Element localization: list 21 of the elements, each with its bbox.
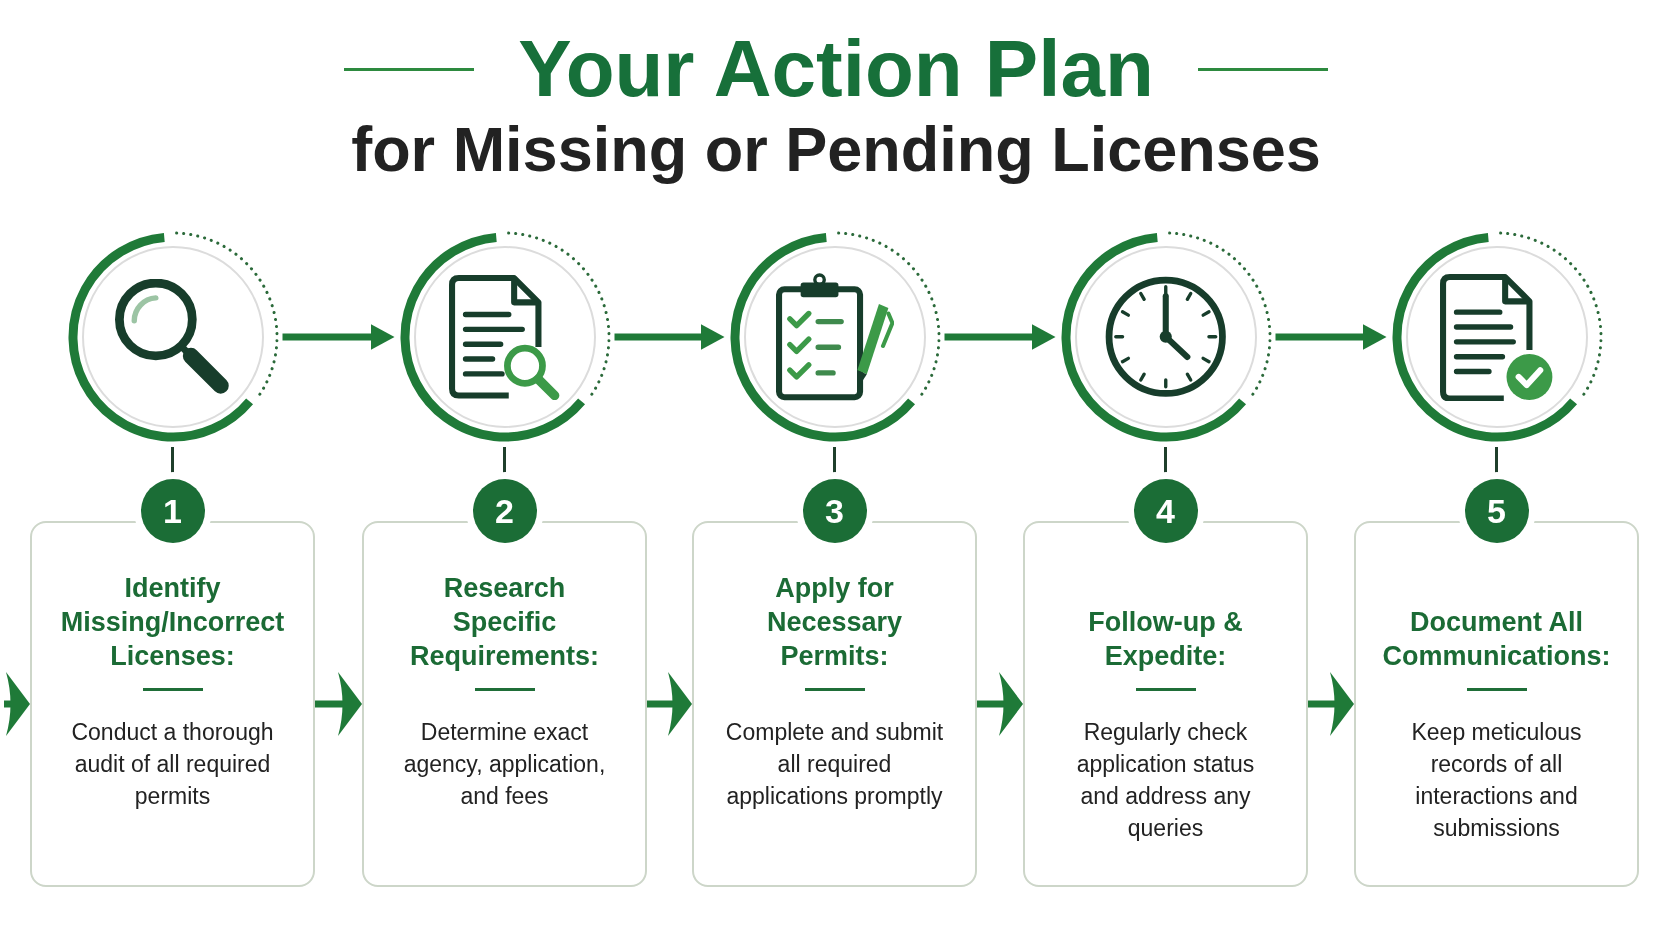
step-heading: Follow-up & Expedite:	[1087, 606, 1244, 673]
step-description: Complete and submit all required applications promptly	[725, 718, 944, 811]
step-card	[30, 521, 315, 887]
step-heading: Identify Missing/Incorrect Licenses:	[60, 572, 285, 673]
step-heading: Document All Communications:	[1381, 606, 1612, 673]
step-card	[692, 521, 977, 887]
step-heading: Apply for Necessary Permits:	[766, 572, 903, 673]
arrow	[1275, 324, 1387, 350]
step-heading: Research Specific Requirements:	[409, 572, 600, 673]
step-card	[1023, 521, 1308, 887]
arrow	[282, 324, 395, 350]
subtitle: for Missing or Pending Licenses	[351, 114, 1321, 184]
step-card	[362, 521, 647, 887]
arrow	[614, 324, 725, 350]
step-description: Determine exact agency, application, and fees	[403, 718, 606, 811]
title: Your Action Plan	[518, 26, 1154, 112]
step-description: Regularly check application status and address any queries	[1076, 718, 1255, 843]
step-card	[1354, 521, 1639, 887]
arrow	[944, 324, 1056, 350]
step-description: Conduct a thorough audit of all required permits	[70, 718, 275, 811]
step-description: Keep meticulous records of all interactions and submissions	[1410, 718, 1583, 843]
